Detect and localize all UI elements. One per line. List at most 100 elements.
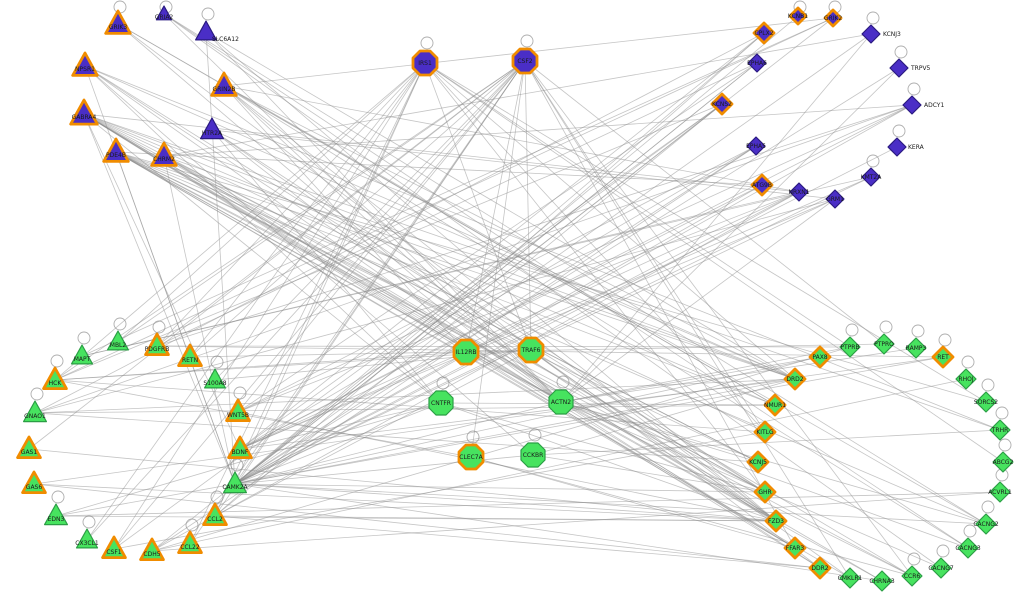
edge-CSF2-CMKLR1 (524, 60, 851, 579)
node-CLEC7A[interactable] (457, 443, 485, 471)
node-KCNJ5[interactable] (746, 450, 770, 474)
edge-GAS1-FZD3 (28, 448, 777, 522)
edge-CDH5-RHOJ (151, 378, 967, 552)
node-EDN3[interactable] (43, 503, 69, 526)
edge-GNAO1-DRD2 (34, 378, 796, 414)
node-TRAF6[interactable] (517, 336, 545, 364)
node-PDGFRB[interactable] (144, 332, 170, 357)
node-CACNG2[interactable] (975, 513, 997, 535)
node-IRS1[interactable] (411, 49, 439, 77)
node-CHRM2[interactable] (150, 141, 178, 167)
node-IL12RB2[interactable] (452, 338, 480, 366)
edge-EDN3-CNTFR (55, 402, 442, 517)
edge-IRS1-DRD2 (424, 62, 796, 380)
node-RAMP3[interactable] (905, 337, 927, 359)
node-CPLX2[interactable] (752, 21, 776, 45)
node-RETN[interactable] (177, 343, 203, 368)
node-MBL2[interactable] (106, 330, 129, 351)
edge-WNT5B-NRXN1 (237, 191, 800, 413)
node-ACTN2[interactable] (548, 389, 574, 415)
node-GAS1[interactable] (16, 435, 42, 460)
node-KCNJ3[interactable] (861, 24, 881, 44)
edge-BDNF-NRXN1 (239, 191, 800, 450)
node-FFAR3[interactable] (783, 536, 807, 560)
node-GRIN2B[interactable] (210, 71, 238, 97)
edge-CHRM2-FZD3 (163, 155, 777, 522)
node-GRM1[interactable] (825, 189, 845, 209)
node-GRIA2[interactable] (155, 5, 173, 21)
node-S100A8[interactable] (204, 368, 226, 389)
node-WNT5B[interactable] (225, 398, 251, 423)
node-CCL22[interactable] (177, 530, 203, 554)
node-KITLG[interactable] (753, 420, 777, 444)
node-CACNG3[interactable] (957, 537, 979, 559)
node-CDH5[interactable] (139, 537, 165, 561)
edge-SLC6A12-ACTN2 (205, 31, 562, 403)
node-GRIK3[interactable] (104, 9, 132, 35)
node-ADCY1[interactable] (902, 95, 922, 115)
edge-MBL2-IRS1 (117, 62, 426, 343)
node-CSF2[interactable] (511, 47, 539, 75)
edge-FZD3-CAMK2A (234, 483, 777, 522)
node-GRIK2[interactable] (823, 8, 843, 28)
node-PTPRB[interactable] (839, 336, 861, 358)
node-KERA[interactable] (887, 137, 907, 157)
node-HTR2A[interactable] (200, 117, 224, 140)
node-BDNF[interactable] (227, 435, 253, 460)
node-KMT2A[interactable] (861, 167, 881, 187)
node-CMKLR1[interactable] (839, 567, 861, 589)
node-NRXN1[interactable] (789, 182, 809, 202)
edge-HCK-KCNS2 (54, 103, 723, 381)
node-RHOJ[interactable] (955, 368, 977, 390)
node-PAX8[interactable] (808, 345, 832, 369)
node-NPSR1[interactable] (71, 51, 99, 77)
edge-RETN-CSF2 (189, 60, 526, 358)
node-GNAO1[interactable] (23, 400, 48, 423)
node-SORCS2[interactable] (975, 391, 997, 413)
node-EPHA6[interactable] (747, 53, 767, 73)
node-FZD3[interactable] (764, 509, 788, 533)
node-GAS6[interactable] (21, 470, 47, 495)
edge-CDH5-NRXN1 (151, 191, 800, 552)
node-NMUR1[interactable] (763, 393, 787, 417)
node-SLC6A12[interactable] (195, 20, 217, 41)
node-GHR[interactable] (753, 480, 777, 504)
edge-ACTN2-TRPV5 (560, 67, 900, 403)
edge-NPSR1-TRHR (84, 65, 1001, 431)
node-CHRNA3[interactable] (871, 570, 893, 592)
node-PTPRO[interactable] (873, 333, 895, 355)
node-ACVRL1[interactable] (989, 481, 1011, 503)
node-layer (16, 5, 1014, 592)
node-PDE4B[interactable] (102, 137, 130, 163)
node-EPHA5[interactable] (746, 136, 766, 156)
node-TRHR[interactable] (989, 419, 1011, 441)
node-CSF1[interactable] (101, 535, 127, 559)
node-HCK[interactable] (42, 366, 68, 391)
node-MAPT[interactable] (70, 344, 94, 365)
node-CNTFR[interactable] (428, 390, 454, 416)
edge-ACTN2-DDR2 (560, 401, 821, 569)
node-RET[interactable] (931, 345, 955, 369)
node-DRD2[interactable] (783, 367, 807, 391)
edge-IL12RB2-CCR6 (465, 351, 913, 577)
edge-GRIN2B-ACTN2 (223, 85, 562, 403)
edge-CDH5-EPHA6 (151, 62, 758, 552)
node-CACNG7[interactable] (930, 557, 952, 579)
node-CCR6[interactable] (901, 565, 923, 587)
edge-GRIA2-CACNG2 (163, 13, 987, 525)
node-ABCG2[interactable] (992, 451, 1014, 473)
node-CAMK2A[interactable] (223, 471, 247, 494)
node-ATG9B[interactable] (750, 173, 774, 197)
node-KCNB1[interactable] (788, 6, 808, 26)
node-KCNS2[interactable] (710, 92, 734, 116)
node-CCL2[interactable] (202, 502, 228, 526)
self-loop-GNAO1 (30, 387, 44, 401)
node-TRPV5[interactable] (889, 58, 909, 78)
node-GABRA4[interactable] (69, 98, 99, 126)
node-CCKBR[interactable] (520, 442, 546, 468)
node-DDR2[interactable] (808, 556, 832, 580)
node-CX3CL1[interactable] (75, 528, 99, 549)
node-label-ADCY1: ADCY1 (924, 102, 944, 109)
